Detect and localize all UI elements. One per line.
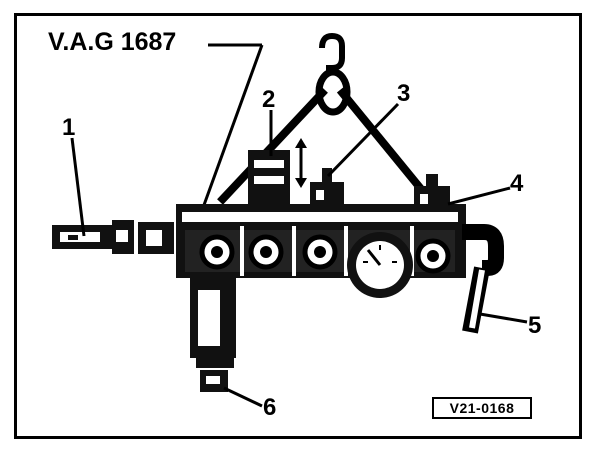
valve-3 [310,168,344,208]
callout-1-line [70,137,86,237]
manifold-body [176,204,466,278]
callout-4-line [447,186,511,206]
title-pointer-line [202,44,264,206]
callout-3: 3 [397,80,411,107]
callout-6-line [223,386,263,408]
callout-5-line [479,312,528,324]
filter-bowl [190,278,236,392]
callout-3-line [326,102,400,178]
callout-6: 6 [263,394,277,421]
inlet-coupling [52,220,174,254]
callout-4: 4 [510,170,524,197]
valve-4 [414,174,450,210]
reference-code-box: V21-0168 [432,397,532,419]
callout-1: 1 [62,114,76,141]
device-title: V.A.G 1687 [48,28,177,56]
callout-2: 2 [262,86,276,113]
hook [315,32,351,116]
pressure-gauge [347,232,413,298]
outlet-hose [462,224,504,334]
callout-5: 5 [528,312,542,339]
pressure-regulator [248,138,307,210]
